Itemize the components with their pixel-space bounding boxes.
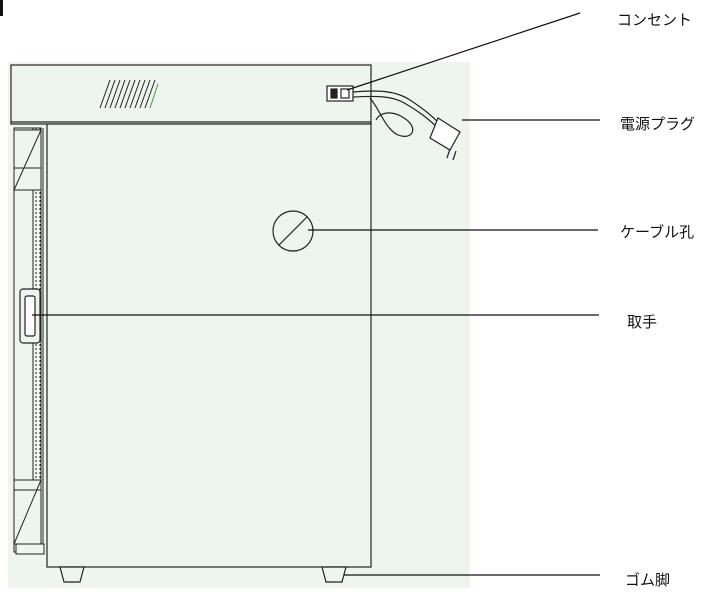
callout-power-plug-label: 電源プラグ <box>620 115 696 133</box>
vent-grille <box>99 79 159 109</box>
power-cord <box>352 90 441 137</box>
cable-hole <box>272 210 314 252</box>
top-unit <box>10 64 372 125</box>
callout-handle-label: 取手 <box>627 313 658 331</box>
callout-rubber-feet-label: ゴム脚 <box>625 571 671 589</box>
outlet-socket <box>326 85 354 102</box>
leader-lines <box>32 12 600 576</box>
power-plug <box>429 117 461 161</box>
rubber-feet <box>59 566 347 583</box>
upper-hinge <box>13 129 42 191</box>
cabinet-body <box>46 123 372 568</box>
lower-hinge <box>13 479 42 545</box>
door-handle <box>19 288 41 344</box>
corner-mark <box>0 0 3 16</box>
callout-cable-hole-label: ケーブル孔 <box>620 223 695 241</box>
callout-outlet-label: コンセント <box>617 11 693 29</box>
leader-outlet <box>346 12 581 91</box>
hinge-bracket <box>15 543 45 555</box>
